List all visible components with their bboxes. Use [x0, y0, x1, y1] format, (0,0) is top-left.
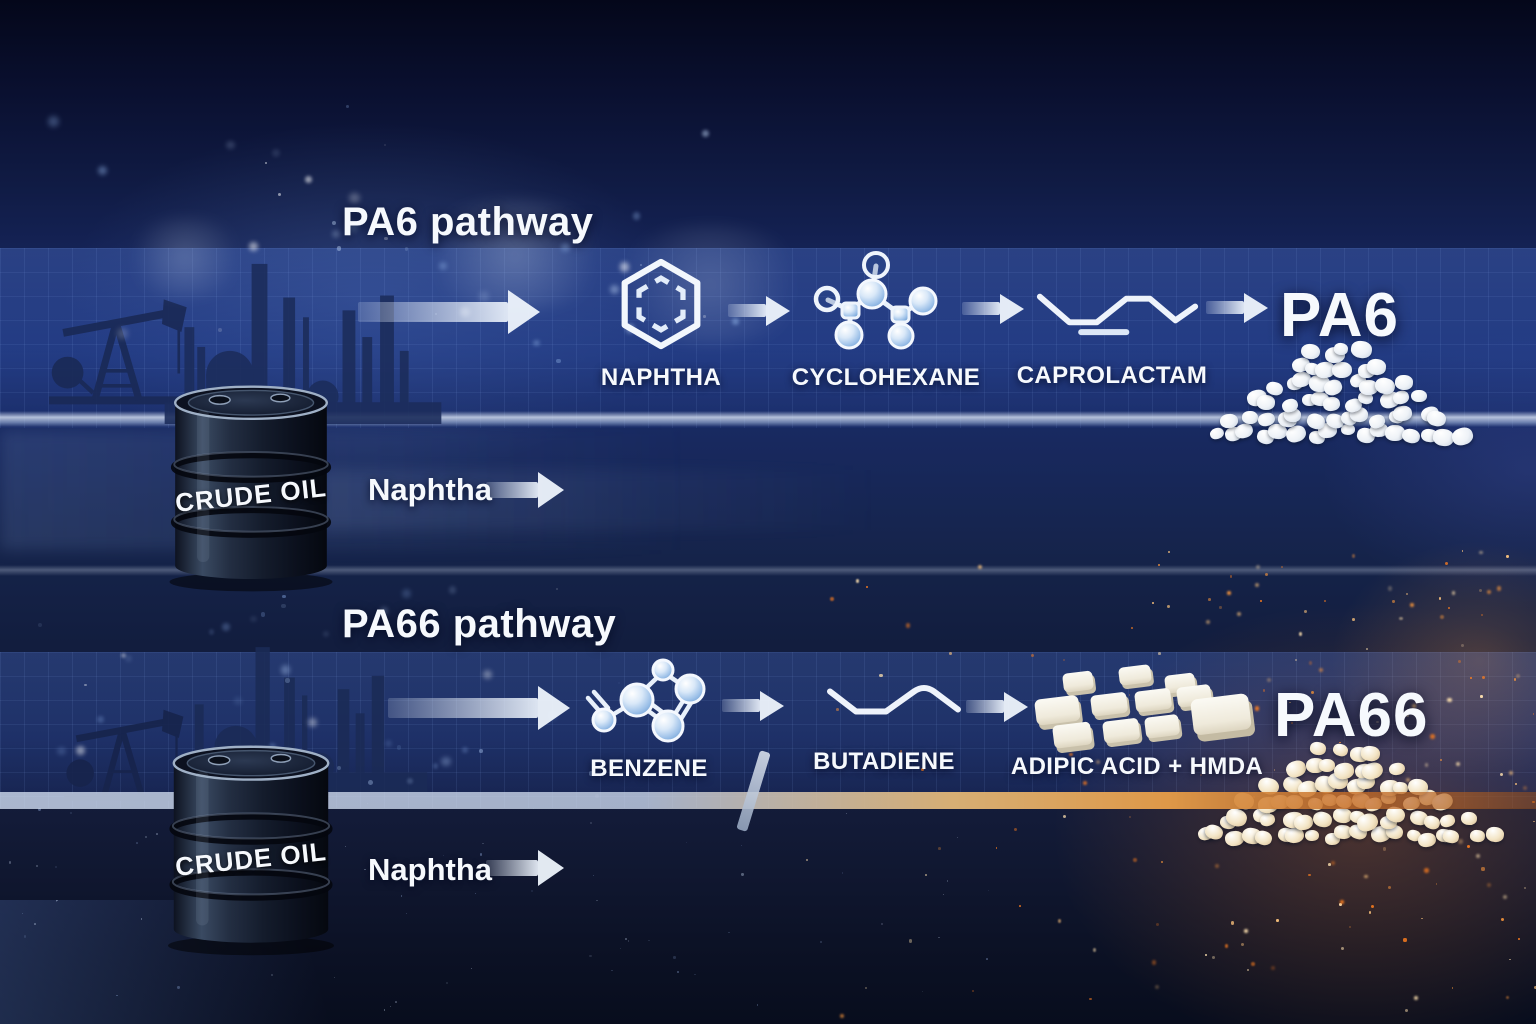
- polymer-chain-icon: [1036, 293, 1199, 336]
- molecule-ball-stick-icon: [813, 251, 938, 350]
- pa66-pathway-title: PA66 pathway: [342, 602, 617, 646]
- flow-arrow: [722, 699, 760, 712]
- pa6-pellet-pile: [1208, 339, 1475, 448]
- step-label-cyclohexane: CYCLOHEXANE: [791, 364, 981, 391]
- flow-arrow: [358, 302, 508, 322]
- crude-oil-barrel: CRUDE OIL: [168, 380, 334, 598]
- pa66-product-label: PA66: [1274, 681, 1429, 750]
- flow-arrow: [962, 302, 1000, 315]
- naphtha-stream-label: Naphtha: [368, 852, 492, 887]
- step-label-butadiene: BUTADIENE: [813, 748, 955, 775]
- flow-arrow: [486, 482, 538, 498]
- pa6-product-label: PA6: [1280, 281, 1400, 350]
- step-label-adipic-acid-hmda: ADIPIC ACID + HMDA: [1010, 753, 1264, 780]
- step-label-naphtha: NAPHTHA: [600, 364, 722, 391]
- flow-arrow: [966, 700, 1004, 713]
- ground-speckles: [0, 790, 1000, 1011]
- pa6-pathway-title: PA6 pathway: [342, 200, 594, 244]
- flow-arrow: [728, 304, 766, 317]
- smoke-plume: [120, 218, 250, 298]
- naphtha-stream-label: Naphtha: [368, 472, 492, 507]
- crude-oil-barrel: CRUDE OIL: [167, 740, 335, 962]
- polymer-chain-icon: [827, 685, 961, 715]
- molecule-ball-stick-icon: [585, 658, 706, 743]
- oil-pumpjack-icon: [49, 299, 187, 405]
- pa66-pellet-pile: [1195, 738, 1505, 850]
- step-label-benzene: BENZENE: [590, 755, 708, 782]
- step-label-caprolactam: CAPROLACTAM: [1016, 362, 1208, 389]
- flow-arrow: [1206, 301, 1244, 314]
- flow-arrow: [388, 698, 538, 718]
- benzene-ring-icon: [621, 258, 701, 350]
- flow-arrow: [486, 860, 538, 876]
- crystal-cubes-icon: [1034, 664, 1255, 753]
